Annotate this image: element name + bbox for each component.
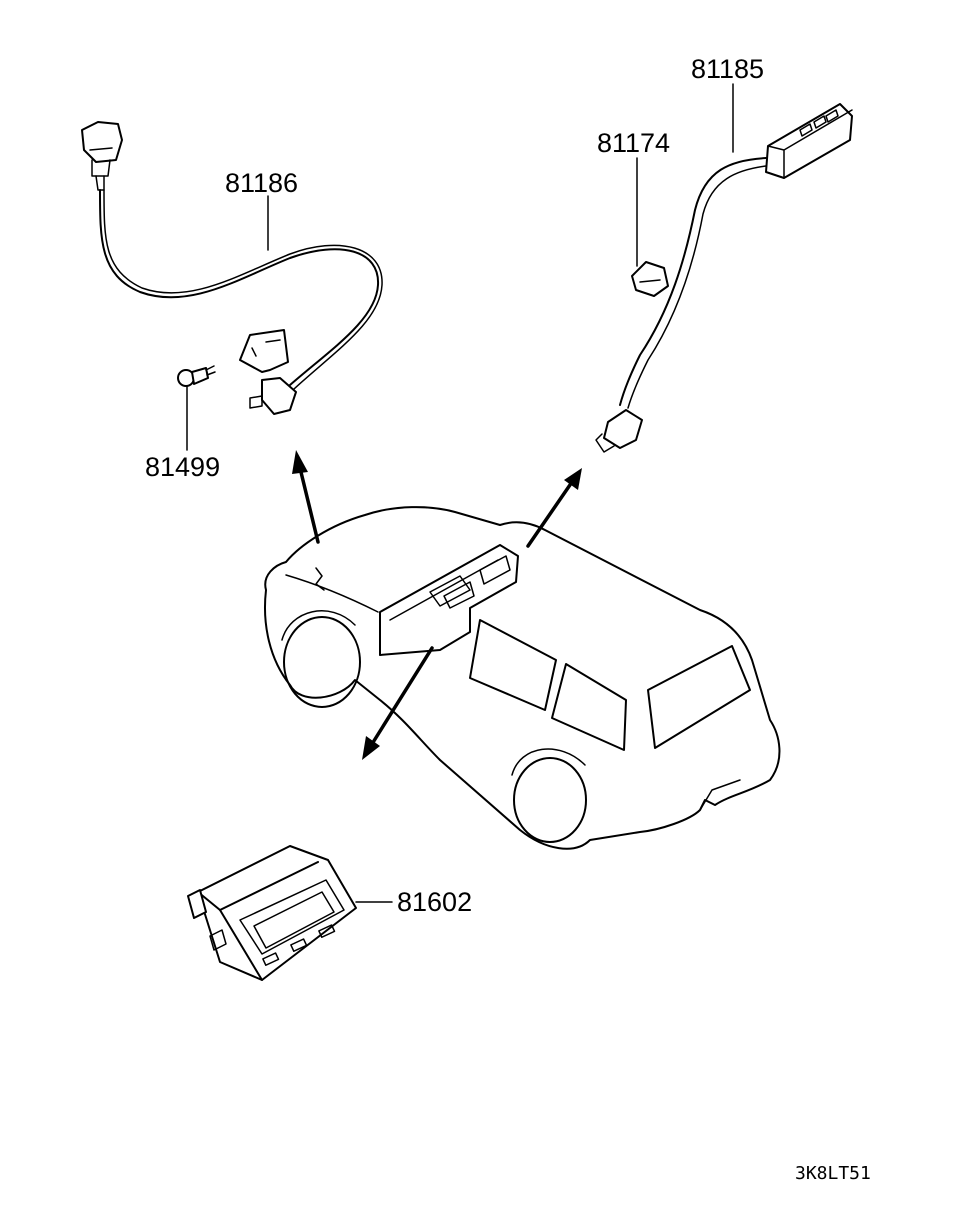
part-81174-drawing [631,261,669,297]
label-81174: 81174 [597,128,670,158]
diagram-code: 3K8LT51 [795,1163,871,1184]
label-81186: 81186 [225,168,298,198]
part-81186-drawing [81,121,383,415]
label-81499: 81499 [145,452,220,482]
part-81602-drawing [187,845,357,981]
part-81499-drawing [177,365,216,387]
arrow-to-81186 [292,450,320,544]
arrow-to-81185 [526,468,582,548]
label-81602: 81602 [397,887,472,917]
part-81185-drawing [595,103,853,453]
vehicle-outline [264,506,781,850]
label-81185: 81185 [691,54,764,84]
arrow-to-81602 [362,646,434,760]
